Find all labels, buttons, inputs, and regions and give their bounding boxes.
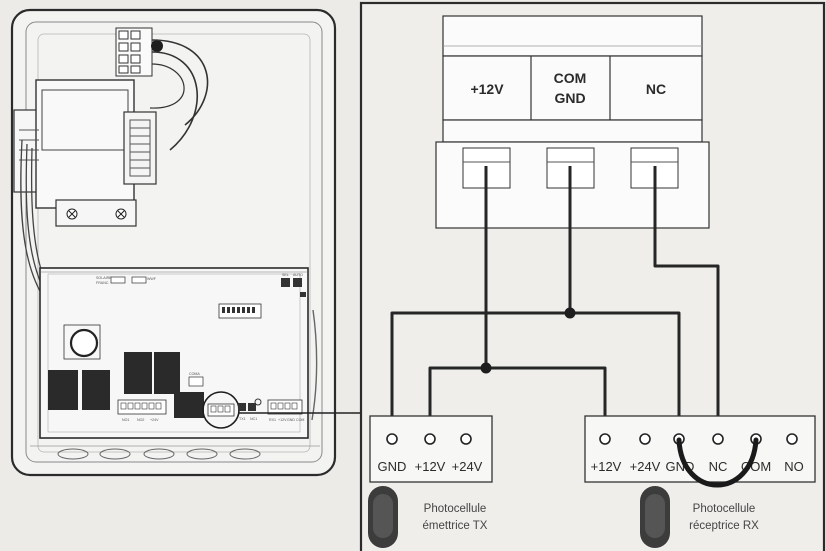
terminal-label-gnd: GND	[554, 90, 585, 106]
terminal-block: +12V COM GND NC	[435, 15, 710, 229]
silk-wwf: WWF	[147, 277, 157, 281]
photocell-transmitter: Photocellule émettrice TX	[368, 486, 488, 548]
rx-pin-24v: +24V	[630, 459, 661, 474]
silk-coma: COMA	[189, 372, 200, 376]
circuit-board: SOLAIRE FRANC. WWF SEL AUTO	[39, 267, 309, 439]
transmitter-terminal: GND +12V +24V	[369, 415, 493, 483]
silk-auto: AUTO	[293, 273, 303, 277]
cable-knockouts	[30, 445, 320, 460]
wire-12v-tx	[428, 366, 486, 438]
silk-gnd: GND	[287, 418, 295, 422]
terminal-strip-left: NO1 NO2 +24V	[117, 399, 167, 422]
terminal-label-12v: +12V	[470, 81, 504, 97]
junction-dot	[564, 307, 576, 319]
mounting-screw-icon	[115, 208, 127, 220]
tx-pin-gnd: GND	[378, 459, 407, 474]
silk-no1: NO1	[122, 418, 129, 422]
junction-dot	[480, 362, 492, 374]
rx-caption-line2: réceptrice RX	[689, 520, 759, 532]
silk-24v: +24V	[150, 418, 159, 422]
dip-switch-block	[218, 303, 262, 319]
tx-pin-12v: +12V	[415, 459, 446, 474]
silk-solaire: SOLAIRE	[96, 276, 112, 280]
terminal-label-com: COM	[554, 70, 587, 86]
buzzer	[63, 324, 101, 360]
silk-rx1: RX1	[269, 418, 276, 422]
wire-nc	[653, 166, 720, 438]
silk-com: COM	[296, 418, 304, 422]
silk-nc1: NC1	[250, 417, 257, 421]
tx-caption-line2: émettrice TX	[423, 520, 488, 532]
mounting-screw-icon	[66, 208, 78, 220]
transformer	[13, 79, 157, 227]
silk-no2: NO2	[137, 418, 144, 422]
tx-caption-line1: Photocellule	[424, 503, 487, 515]
jumper-gnd-com	[676, 437, 759, 488]
photocell-receiver: Photocellule réceptrice RX	[640, 486, 759, 548]
wire-gnd-rx	[570, 311, 681, 438]
terminal-strip-right: RX1 +12V GND COM	[267, 399, 304, 422]
wire-12v-rx	[486, 366, 607, 438]
terminal-label-nc: NC	[646, 81, 666, 97]
silk-sel: SEL	[282, 273, 289, 277]
control-box: SOLAIRE FRANC. WWF SEL AUTO	[10, 8, 337, 477]
wiring	[390, 166, 720, 438]
tx-pin-24v: +24V	[452, 459, 483, 474]
rx-caption-line1: Photocellule	[693, 503, 756, 515]
silk-tx1: TX1	[239, 417, 246, 421]
rx-pin-12v: +12V	[591, 459, 622, 474]
wire-gnd-tx	[390, 311, 570, 438]
silk-franc: FRANC.	[96, 281, 109, 285]
receiver-terminal: +12V +24V GND NC COM NO	[584, 415, 816, 483]
top-connector-strip	[115, 27, 163, 77]
silk-12v: +12V	[278, 418, 287, 422]
rx-pin-nc: NC	[709, 459, 728, 474]
rx-pin-no: NO	[784, 459, 804, 474]
